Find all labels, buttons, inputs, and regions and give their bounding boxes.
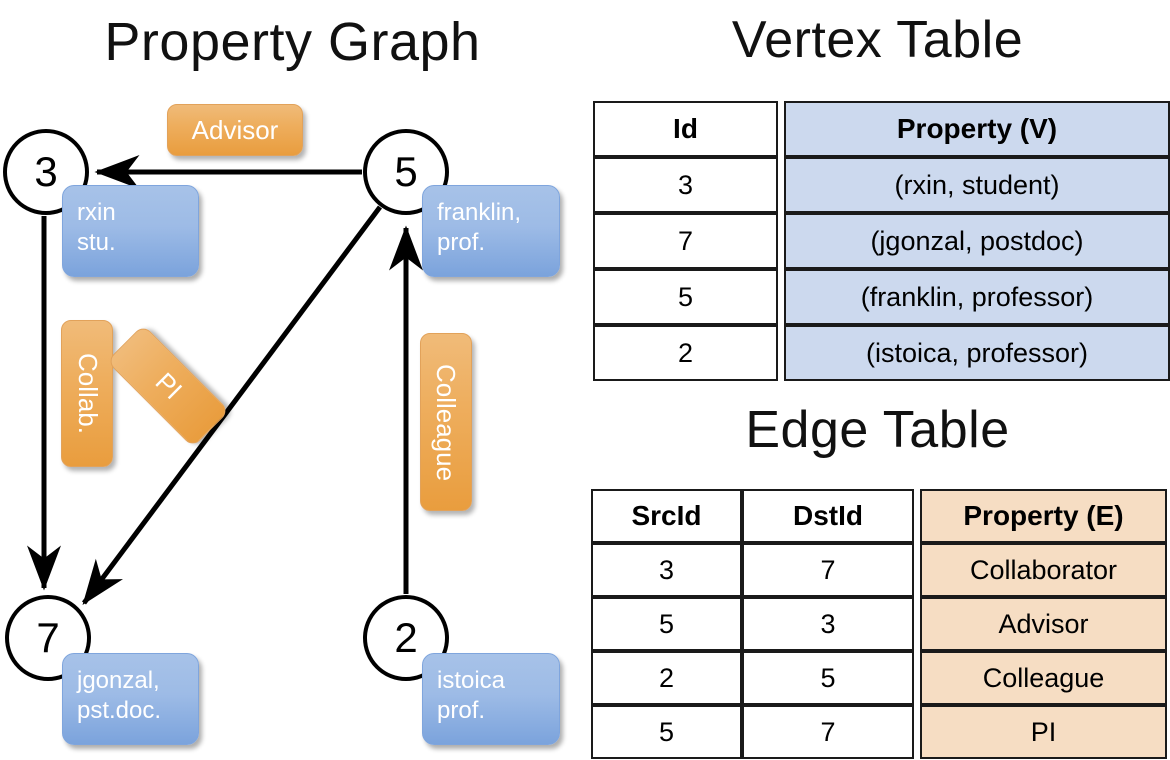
edge-table-header-srcid: SrcId — [591, 489, 742, 543]
edge-cell-srcid: 2 — [591, 651, 742, 705]
vertex-table-header-id: Id — [593, 101, 778, 157]
vertex-property-line2: prof. — [437, 229, 486, 256]
vertex-property-line1: istoica — [437, 667, 506, 694]
vertex-property-line2: prof. — [437, 697, 486, 724]
edge-cell-property: PI — [920, 705, 1167, 759]
vertex-property-box-5: franklin, prof. — [422, 185, 560, 277]
vertex-cell-property: (jgonzal, postdoc) — [784, 213, 1170, 269]
vertex-table-header-property: Property (V) — [784, 101, 1170, 157]
vertex-cell-id: 7 — [593, 213, 778, 269]
edge-label-collab: Collab. — [61, 320, 113, 467]
edge-cell-dstid: 3 — [742, 597, 914, 651]
table-row: 5 7 PI — [591, 705, 1167, 759]
edge-table: SrcId DstId Property (E) 3 7 Collaborato… — [591, 489, 1167, 759]
table-row: 3 (rxin, student) — [593, 157, 1170, 213]
edge-cell-srcid: 5 — [591, 597, 742, 651]
edge-5-to-7 — [81, 205, 383, 606]
edge-label-colleague: Colleague — [420, 333, 472, 511]
table-row: 2 (istoica, professor) — [593, 325, 1170, 381]
edge-label-colleague-text: Colleague — [431, 363, 462, 481]
edge-label-pi-text: PI — [149, 366, 188, 405]
vertex-table: Id Property (V) 3 (rxin, student) 7 (jgo… — [593, 101, 1170, 381]
table-row: 5 3 Advisor — [591, 597, 1167, 651]
page-title-edge-table: Edge Table — [745, 401, 1010, 459]
vertex-property-line2: stu. — [77, 229, 116, 256]
vertex-property-box-2: istoica prof. — [422, 653, 560, 745]
edge-cell-property: Colleague — [920, 651, 1167, 705]
edge-label-advisor-text: Advisor — [191, 114, 279, 145]
vertex-cell-id: 2 — [593, 325, 778, 381]
edge-cell-property: Advisor — [920, 597, 1167, 651]
vertex-property-box-7: jgonzal, pst.doc. — [62, 653, 199, 745]
page-title-vertex-table: Vertex Table — [731, 11, 1024, 69]
vertex-cell-id: 3 — [593, 157, 778, 213]
vertex-cell-property: (rxin, student) — [784, 157, 1170, 213]
vertex-property-line1: jgonzal, — [77, 667, 160, 694]
vertex-cell-id: 5 — [593, 269, 778, 325]
page-title-property-graph: Property Graph — [104, 12, 481, 72]
table-row: 5 (franklin, professor) — [593, 269, 1170, 325]
table-row: 3 7 Collaborator — [591, 543, 1167, 597]
table-row: 2 5 Colleague — [591, 651, 1167, 705]
vertex-property-box-3: rxin stu. — [62, 185, 199, 277]
edge-cell-dstid: 7 — [742, 705, 914, 759]
graph-node-2[interactable]: 2 — [363, 595, 449, 681]
table-row: 7 (jgonzal, postdoc) — [593, 213, 1170, 269]
vertex-property-line1: rxin — [77, 199, 116, 226]
vertex-cell-property: (franklin, professor) — [784, 269, 1170, 325]
edge-cell-srcid: 5 — [591, 705, 742, 759]
vertex-cell-property: (istoica, professor) — [784, 325, 1170, 381]
edge-table-header-property: Property (E) — [920, 489, 1167, 543]
property-graph-diagram: 3 5 7 2 rxin stu. franklin, prof. jgonza… — [3, 104, 560, 745]
edge-cell-property: Collaborator — [920, 543, 1167, 597]
graph-edges-layer — [27, 155, 423, 606]
edge-table-header-row: SrcId DstId Property (E) — [591, 489, 1167, 543]
edge-label-advisor: Advisor — [167, 104, 303, 156]
graph-node-5[interactable]: 5 — [363, 129, 449, 215]
edge-cell-dstid: 5 — [742, 651, 914, 705]
edge-table-header-dstid: DstId — [742, 489, 914, 543]
edge-cell-srcid: 3 — [591, 543, 742, 597]
vertex-table-header-row: Id Property (V) — [593, 101, 1170, 157]
vertex-property-line2: pst.doc. — [77, 697, 162, 724]
vertex-property-line1: franklin, — [437, 199, 522, 226]
edge-label-collab-text: Collab. — [72, 353, 103, 434]
edge-cell-dstid: 7 — [742, 543, 914, 597]
